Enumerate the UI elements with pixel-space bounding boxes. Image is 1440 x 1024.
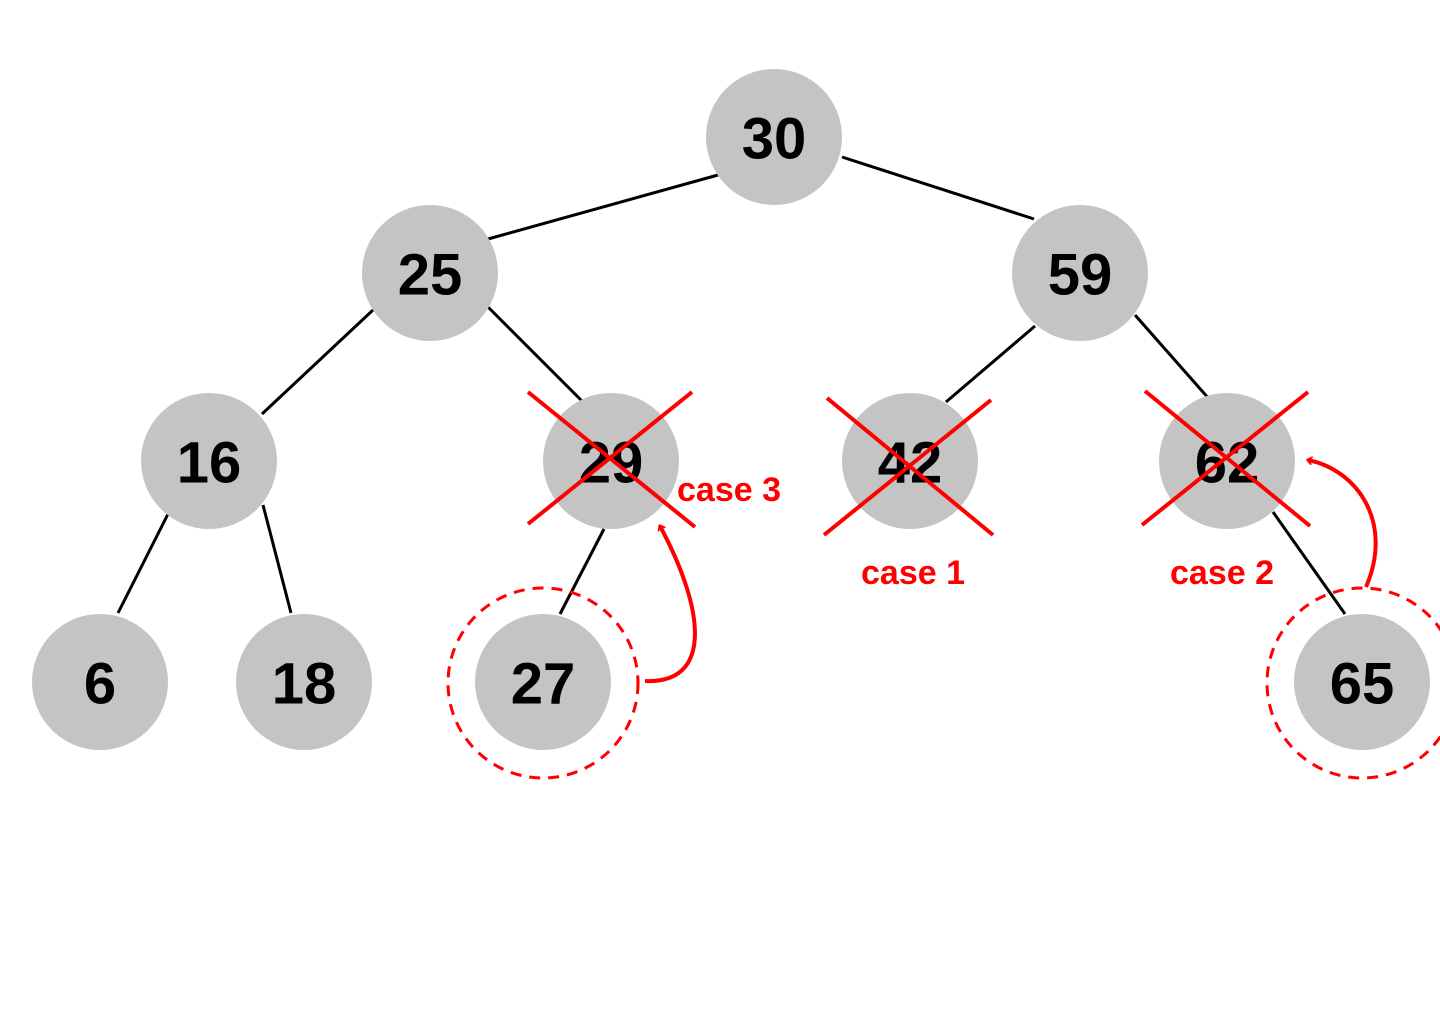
case3-label: case 3: [677, 471, 781, 509]
edge-16-6: [116, 513, 170, 614]
arrow-65-to-62: [1306, 456, 1378, 588]
delete-mark-42: [822, 396, 995, 537]
node-59: [1012, 205, 1148, 341]
edge-59-42: [945, 324, 1036, 404]
node-circles: [32, 69, 1430, 750]
node-label-30: 30: [742, 107, 807, 172]
node-6: [32, 614, 168, 750]
highlight-ring-27: [446, 586, 640, 780]
node-label-59: 59: [1048, 243, 1113, 308]
node-label-18: 18: [272, 652, 337, 717]
edge-25-16: [260, 308, 375, 416]
edge-16-18: [261, 504, 293, 614]
edges: [116, 155, 1347, 615]
node-labels: 30 25 59 16 29 42 62 6 18 27 65: [84, 107, 1394, 717]
arrow-27-to-29: [644, 524, 697, 684]
node-label-25: 25: [398, 243, 463, 308]
case2-label: case 2: [1170, 554, 1274, 592]
delete-marks: [526, 389, 1312, 537]
highlight-ring-65: [1265, 586, 1440, 780]
delete-mark-62: [1140, 389, 1312, 528]
node-label-16: 16: [177, 431, 242, 496]
node-25: [362, 205, 498, 341]
node-30: [706, 69, 842, 205]
node-label-6: 6: [84, 652, 116, 717]
node-65: [1294, 614, 1430, 750]
edge-29-27: [558, 528, 606, 615]
delete-mark-29: [526, 390, 697, 529]
edge-25-29: [486, 305, 586, 405]
edge-59-62: [1133, 314, 1212, 401]
case-labels: case 3 case 1 case 2: [677, 471, 1274, 592]
node-label-65: 65: [1330, 652, 1395, 717]
edge-62-65: [1271, 511, 1347, 615]
node-27: [475, 614, 611, 750]
case1-label: case 1: [861, 554, 965, 592]
edge-30-59: [841, 155, 1035, 221]
node-16: [141, 393, 277, 529]
node-62: [1159, 393, 1295, 529]
node-18: [236, 614, 372, 750]
edge-30-25: [487, 173, 719, 241]
node-label-27: 27: [511, 652, 576, 717]
